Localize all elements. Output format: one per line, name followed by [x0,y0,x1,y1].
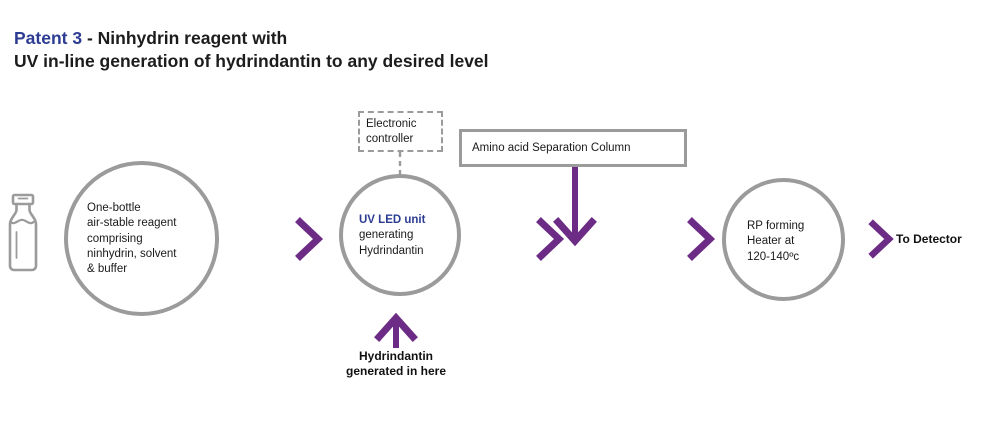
uv-line-1: UV LED unit [359,214,426,226]
uv-line-2: generating [359,229,414,242]
title-dash: - [82,28,98,48]
flow-arrow-reagent-to-uv [221,217,324,261]
heater-line-2: Heater at [747,235,795,248]
hydrindantin-note: Hydrindantin generated in here [296,349,496,380]
electronic-controller-label: Electronic controller [366,117,446,148]
flow-arrow-hydrindantin-into-uv [374,312,418,348]
hydrindantin-note-line-1: Hydrindantin [359,349,433,363]
reagent-circle-label: One-bottle air-stable reagent comprising… [87,201,207,277]
reagent-bottle-icon [8,193,38,272]
title-line-1: Patent 3 - Ninhydrin reagent with [14,27,489,50]
controller-line-1: Electronic [366,118,417,130]
amino-acid-separation-column-box[interactable] [459,129,687,167]
flow-arrow-junction-to-heater [592,217,716,261]
to-detector-label: To Detector [896,232,962,246]
reagent-line-3: comprising [87,232,143,245]
reagent-line-4: ninhydrin, solvent [87,247,177,260]
reagent-line-1: One-bottle [87,202,141,214]
title-line-1-rest: Ninhydrin reagent with [97,28,288,48]
heater-line-3: 120-140ºc [747,250,800,263]
flow-arrow-heater-to-detector [846,219,894,259]
controller-line-2: controller [366,133,414,146]
uv-led-unit-circle[interactable] [339,174,461,296]
flow-arrow-column-to-junction [553,167,597,247]
uv-line-3: Hydrindantin [359,244,424,257]
title-line-2: UV in-line generation of hydrindantin to… [14,50,489,71]
amino-acid-separation-column-label: Amino acid Separation Column [472,141,631,154]
rp-forming-heater-circle[interactable] [722,178,845,301]
hydrindantin-note-line-2: generated in here [345,364,447,379]
reagent-circle[interactable] [64,161,219,316]
flow-arrow-uv-to-junction [461,217,568,261]
rp-forming-heater-label: RP forming Heater at 120-140ºc [747,219,847,265]
reagent-line-2: air-stable reagent [87,217,177,230]
page-title: Patent 3 - Ninhydrin reagent with UV in-… [14,27,489,73]
title-accent: Patent 3 [14,28,83,48]
electronic-controller-box[interactable] [358,111,443,152]
reagent-line-5: & buffer [87,263,128,276]
uv-led-unit-label: UV LED unit generating Hydrindantin [359,213,461,259]
heater-line-1: RP forming [747,220,805,232]
